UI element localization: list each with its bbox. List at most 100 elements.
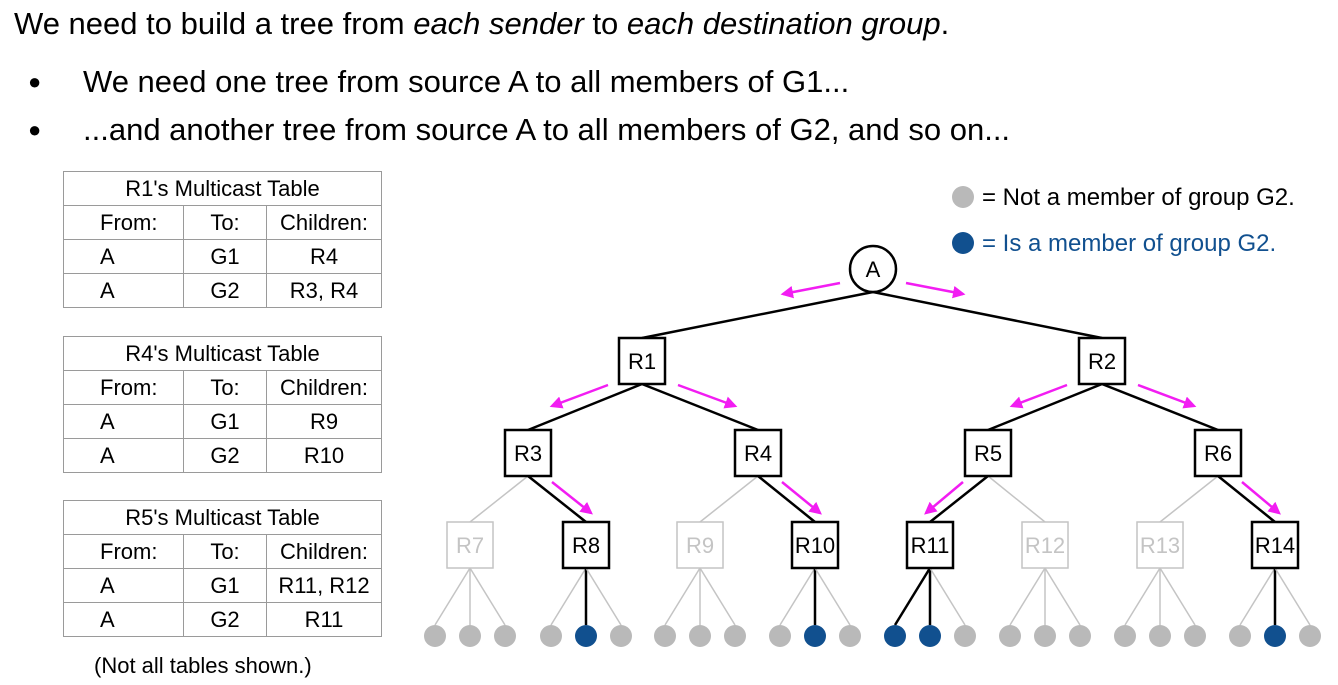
tables-note: (Not all tables shown.) (94, 653, 312, 678)
forwarding-arrow-icon (551, 481, 593, 515)
router-box-r6 (1193, 428, 1243, 478)
host-link (664, 567, 701, 626)
r4-multicast-table: R4's Multicast Table From:To:Children: A… (63, 336, 382, 473)
tree-link-a-r1 (641, 290, 874, 340)
bullet-dot-icon: ● (28, 69, 42, 94)
non-member-host-icon (954, 625, 976, 647)
host-link (1274, 567, 1311, 626)
host-link (929, 567, 966, 626)
non-member-host-icon (839, 625, 861, 647)
cell-children: R9 (266, 404, 382, 439)
non-member-host-icon (1069, 625, 1091, 647)
bullet-text: We need one tree from source A to all me… (83, 64, 850, 99)
legend-member: = Is a member of group G2. (952, 230, 1276, 258)
heading-emphasis-group: each destination group (626, 6, 941, 41)
header-to: To: (183, 370, 267, 405)
non-member-host-icon (999, 625, 1021, 647)
router-label-r11: R11 (911, 533, 950, 558)
router-box-r12 (1021, 521, 1069, 569)
heading-emphasis-sender: each sender (413, 6, 584, 41)
router-box-r1 (617, 336, 667, 386)
host-link (550, 567, 587, 626)
router-label-r8: R8 (572, 533, 600, 558)
r1-multicast-table: R1's Multicast Table From:To:Children: A… (63, 171, 382, 308)
bullet-dot-icon: ● (28, 117, 42, 142)
cell-to: G1 (183, 404, 267, 439)
blue-circle-icon (952, 232, 974, 254)
host-link (1009, 567, 1046, 626)
non-member-host-icon (494, 625, 516, 647)
router-box-r13 (1136, 521, 1184, 569)
slide-heading: We need to build a tree from each sender… (14, 6, 949, 42)
router-box-r3 (503, 428, 553, 478)
bullet-item: ● ...and another tree from source A to al… (28, 112, 1010, 148)
non-member-host-icon (459, 625, 481, 647)
bullet-text: ...and another tree from source A to all… (83, 112, 1011, 147)
router-label-r10: R10 (795, 533, 835, 558)
router-box-r9 (676, 521, 724, 569)
bullet-item: ● We need one tree from source A to all m… (28, 64, 849, 100)
non-member-host-icon (540, 625, 562, 647)
router-label-r5: R5 (974, 441, 1002, 466)
non-member-host-icon (1299, 625, 1321, 647)
forwarding-arrow-icon (905, 281, 966, 299)
forwarding-arrow-icon (1009, 383, 1068, 409)
legend-member-label: = Is a member of group G2. (982, 230, 1277, 257)
host-link (893, 567, 932, 626)
header-to: To: (183, 205, 267, 240)
router-label-r7: R7 (456, 533, 484, 558)
non-member-host-icon (724, 625, 746, 647)
non-member-host-icon (769, 625, 791, 647)
forwarding-arrow-icon (780, 281, 841, 299)
host-link (585, 567, 622, 626)
cell-to: G1 (183, 239, 267, 274)
cell-to: G2 (183, 602, 267, 637)
member-host-icon (575, 625, 597, 647)
cell-from: A (63, 438, 184, 473)
router-label-r2: R2 (1088, 349, 1116, 374)
legend-not-member-label: = Not a member of group G2. (982, 184, 1295, 211)
host-link (814, 567, 851, 626)
host-link (1044, 567, 1081, 626)
non-member-host-icon (1229, 625, 1251, 647)
non-member-host-icon (1034, 625, 1056, 647)
host-link (434, 567, 471, 626)
router-box-r11 (905, 520, 955, 570)
cell-from: A (63, 273, 184, 308)
router-box-r4 (733, 428, 783, 478)
router-box-r14 (1250, 520, 1300, 570)
router-box-r7 (446, 521, 494, 569)
gray-circle-icon (952, 186, 974, 208)
router-label-r6: R6 (1204, 441, 1232, 466)
non-member-host-icon (610, 625, 632, 647)
forwarding-arrow-icon (1241, 481, 1281, 515)
cell-from: A (63, 239, 184, 274)
member-host-icon (919, 625, 941, 647)
cell-children: R10 (266, 438, 382, 473)
router-label-r14: R14 (1255, 533, 1295, 558)
tree-link-r2-r5 (987, 382, 1103, 432)
host-link (1124, 567, 1161, 626)
cell-children: R11 (266, 602, 382, 637)
non-member-host-icon (689, 625, 711, 647)
table-caption: R4's Multicast Table (63, 336, 382, 371)
header-children: Children: (266, 205, 382, 240)
tree-link-r5-r12 (987, 475, 1046, 523)
router-label-r1: R1 (628, 349, 656, 374)
tree-link-r1-r3 (527, 382, 643, 432)
host-link (469, 567, 506, 626)
tree-link-r6-r13 (1159, 475, 1219, 523)
non-member-host-icon (1184, 625, 1206, 647)
header-from: From: (63, 205, 184, 240)
heading-text-3: . (940, 6, 950, 41)
host-link (699, 567, 736, 626)
source-node (848, 244, 898, 294)
router-box-r8 (561, 520, 611, 570)
non-member-host-icon (654, 625, 676, 647)
router-box-r10 (790, 520, 840, 570)
legend-not-member: = Not a member of group G2. (952, 184, 1295, 212)
host-link (1239, 567, 1276, 626)
forwarding-arrow-icon (677, 383, 738, 409)
cell-to: G1 (183, 568, 267, 603)
